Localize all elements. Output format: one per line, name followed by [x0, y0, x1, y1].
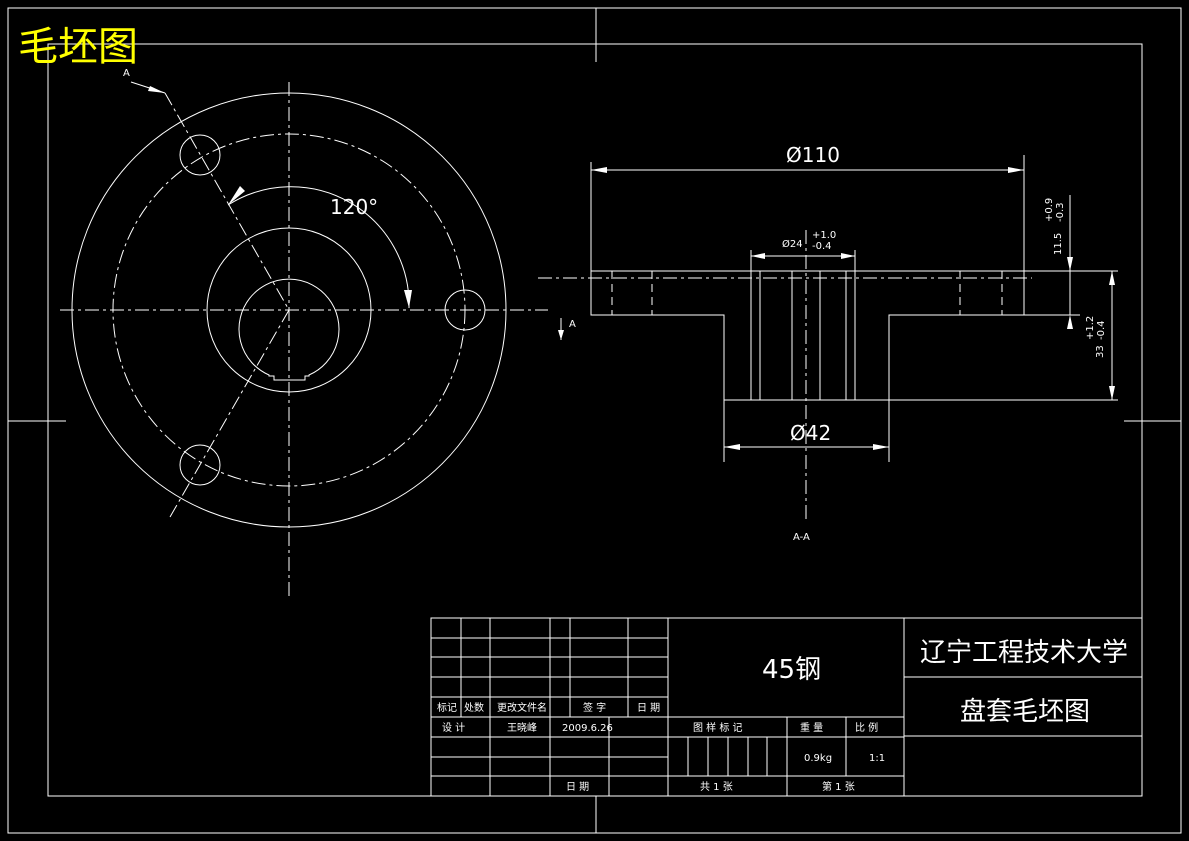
hdr-design: 设 计 [442, 721, 465, 734]
dim-outer-diameter: Ø110 [786, 143, 840, 167]
sheet-number: 第 1 张 [822, 780, 855, 793]
sheet-title: 毛坯图 [18, 24, 138, 70]
dim-flange-tol-lower: -0.3 [1055, 202, 1066, 222]
drawing-name: 盘套毛坯图 [960, 697, 1090, 727]
hdr-mark: 标记 [437, 702, 457, 714]
material-label: 45钢 [762, 655, 821, 685]
hdr-sample-mark: 图 样 标 记 [693, 721, 743, 734]
dim-bore-tol-upper: +1.0 [812, 230, 836, 241]
section-marker-top: A [123, 68, 130, 79]
dim-height-tol-upper: +1.2 [1085, 316, 1096, 340]
section-view: Ø110 Ø24 +1.0 -0.4 Ø42 11.5 +0.9 -0.3 33 [538, 143, 1118, 543]
dim-flange-thickness: 11.5 [1053, 233, 1064, 255]
hdr-date: 日 期 [637, 702, 660, 714]
designer-name: 王晓峰 [507, 722, 537, 734]
scale-value: 1:1 [869, 753, 885, 764]
dim-bore-tol-lower: -0.4 [812, 241, 832, 252]
dim-height-tol-lower: -0.4 [1096, 320, 1107, 340]
angle-label: 120° [330, 195, 378, 219]
design-date: 2009.6.26 [562, 723, 613, 734]
sheet-total: 共 1 张 [700, 781, 733, 793]
section-marker-right: A [569, 319, 576, 330]
hdr-date2: 日 期 [566, 781, 589, 793]
hdr-signature: 签 字 [583, 701, 606, 714]
dim-bore-diameter: Ø24 [782, 238, 803, 250]
weight-value: 0.9kg [804, 753, 832, 764]
inner-frame [47, 43, 1143, 797]
dim-total-height: 33 [1095, 345, 1106, 358]
school-name: 辽宁工程技术大学 [920, 638, 1128, 668]
hdr-scale: 比 例 [855, 721, 878, 734]
front-view: A 120° A [60, 68, 576, 598]
title-block: 标记 处数 更改文件名 签 字 日 期 设 计 王晓峰 2009.6.26 日 … [430, 617, 1143, 797]
dim-hub-diameter: Ø42 [790, 421, 831, 445]
hdr-change-doc: 更改文件名 [497, 701, 547, 714]
hdr-weight: 重 量 [800, 721, 823, 734]
section-label: A-A [793, 532, 810, 543]
dim-flange-tol-upper: +0.9 [1044, 198, 1055, 222]
centering-marks [8, 8, 1181, 833]
hdr-count: 处数 [464, 701, 484, 714]
